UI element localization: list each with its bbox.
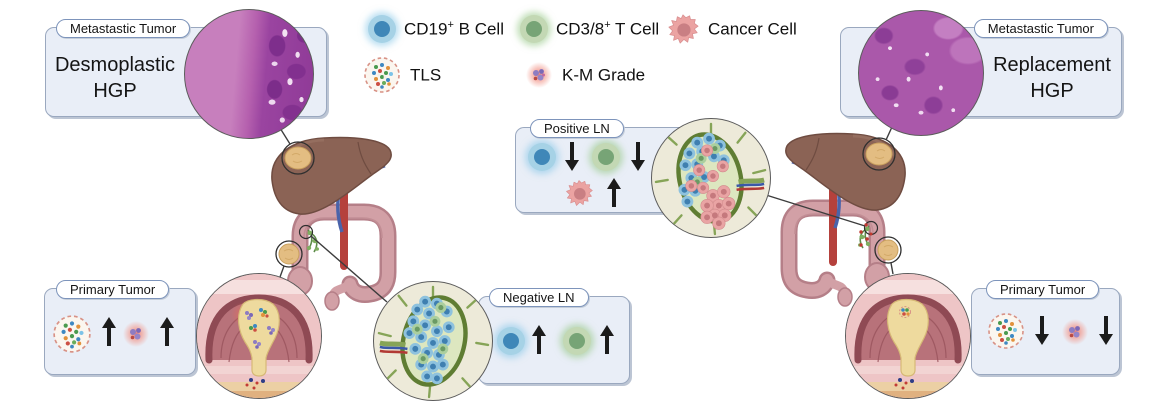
legend-item-t-cell: CD3/8+ T Cell <box>520 15 659 43</box>
tumor-mass <box>886 298 929 377</box>
b-cell-icon <box>368 15 396 43</box>
primary-tumor-illustration-right <box>845 273 971 399</box>
tls-clusters <box>245 308 275 349</box>
legend-item-cancer-cell: Cancer Cell <box>666 12 797 46</box>
b-cell-nucleus <box>503 333 519 349</box>
panel-tag: Negative LN <box>489 288 589 307</box>
trend-arrow-icon <box>599 325 615 355</box>
legend-label: TLS <box>410 65 442 85</box>
shed-cells <box>894 378 914 390</box>
tls-icon <box>364 57 400 93</box>
cancer-cells <box>685 144 736 230</box>
panel-negative-ln: Negative LN <box>478 288 630 384</box>
tls-icon <box>988 313 1024 349</box>
trend-arrow-icon <box>531 325 547 355</box>
positive-lymph-node-illustration <box>651 118 771 238</box>
desmoplastic-histology-image <box>184 9 314 139</box>
cancer-cell-icon <box>566 180 593 206</box>
legend-item-tls: TLS <box>362 55 441 95</box>
b-cell-nucleus <box>534 149 550 165</box>
t-cell-nucleus <box>526 21 542 37</box>
trend-arrow-icon <box>101 317 117 347</box>
trend-arrow-icon <box>1098 315 1114 345</box>
legend-item-km-grade: K-M Grade <box>524 60 645 90</box>
panel-tag: Metastastic Tumor <box>973 19 1108 38</box>
t-cell-icon <box>563 327 591 355</box>
legend-item-b-cell: CD19+ B Cell <box>368 15 504 43</box>
km-grade-icon <box>123 321 149 347</box>
panel-title: Replacement HGP <box>993 54 1111 102</box>
t-cell-icon <box>592 143 620 171</box>
legend-label: CD3/8+ T Cell <box>556 18 660 39</box>
legend-label: CD19+ B Cell <box>404 18 504 39</box>
legend-label: Cancer Cell <box>708 19 797 39</box>
negative-lymph-node-illustration <box>373 281 493 401</box>
legend-label: K-M Grade <box>562 65 646 85</box>
panel-title: Desmoplastic HGP <box>54 54 176 102</box>
trend-arrow-icon <box>630 141 646 171</box>
t-cells <box>411 302 449 365</box>
panel-tag: Positive LN <box>530 119 624 138</box>
panel-primary-tumor-right: Primary Tumor <box>971 280 1120 375</box>
replacement-histology-image <box>858 10 984 136</box>
panel-tag: Primary Tumor <box>56 280 170 299</box>
b-cell-icon <box>497 327 525 355</box>
shed-cells <box>245 378 265 390</box>
primary-tumor-illustration-left <box>196 273 322 399</box>
trend-arrow-icon <box>159 317 175 347</box>
km-grade-icon <box>526 62 552 88</box>
trend-arrow-icon <box>1034 315 1050 345</box>
panel-tag: Metastastic Tumor <box>56 19 191 38</box>
b-cell-nucleus <box>374 21 390 37</box>
trend-arrow-icon <box>606 178 622 208</box>
km-grade-icon <box>1062 319 1088 345</box>
cancer-cell-icon <box>668 14 699 44</box>
t-cell-nucleus <box>569 333 585 349</box>
t-cell-icon <box>520 15 548 43</box>
b-cell-icon <box>528 143 556 171</box>
positive-lymph-dots <box>859 223 873 247</box>
panel-tag: Primary Tumor <box>986 280 1100 299</box>
trend-arrow-icon <box>564 141 580 171</box>
t-cell-nucleus <box>598 149 614 165</box>
tls-icon <box>53 315 91 353</box>
panel-primary-tumor-left: Primary Tumor <box>44 280 196 375</box>
